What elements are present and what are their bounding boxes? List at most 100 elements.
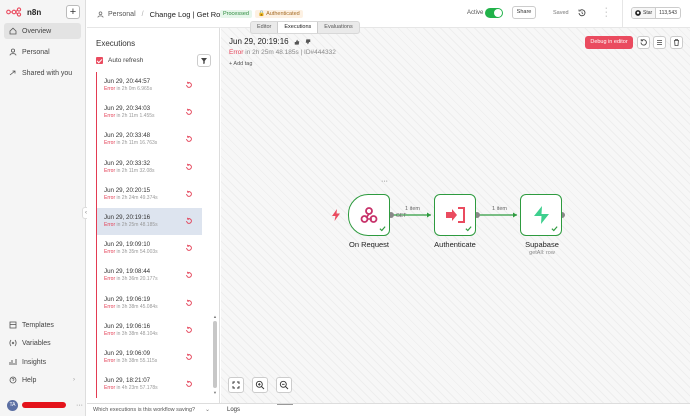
zoom-out-button[interactable]: [276, 377, 292, 393]
tag-authenticated[interactable]: 🔒 Authenticated: [255, 10, 303, 18]
n8n-logo[interactable]: n8n: [6, 6, 41, 18]
retry-icon[interactable]: [185, 326, 193, 334]
retry-icon[interactable]: [185, 299, 193, 307]
retry-icon[interactable]: [185, 81, 193, 89]
retry-icon[interactable]: [185, 108, 193, 116]
view-tabs: Editor Executions Evaluations: [250, 21, 360, 34]
active-toggle[interactable]: [485, 8, 503, 18]
execution-row-status: Error in 2h 0m 6.965s: [104, 86, 202, 92]
logs-resize-handle[interactable]: [277, 404, 293, 405]
retry-icon[interactable]: [185, 271, 193, 279]
executions-panel: Executions Auto refresh Jun 29, 20:44:57…: [87, 28, 220, 403]
create-button[interactable]: +: [66, 5, 80, 19]
execution-row-status: Error in 3h 38m 55.115s: [104, 358, 202, 364]
execution-row-duration: in 2h 11m 1.455s: [115, 113, 155, 120]
list-view-button[interactable]: [653, 36, 666, 49]
tag-processed[interactable]: Processed: [220, 10, 252, 18]
more-vertical-icon[interactable]: ···: [605, 5, 608, 20]
sidebar-item-shared[interactable]: Shared with you: [4, 65, 81, 81]
retry-icon[interactable]: [185, 380, 193, 388]
execution-row-duration: in 3h 35m 54.003s: [115, 249, 158, 256]
delete-execution-button[interactable]: [670, 36, 683, 49]
connection-arrow: [513, 212, 517, 218]
retry-icon[interactable]: [185, 135, 193, 143]
execution-row-date: Jun 29, 20:44:57: [104, 78, 151, 85]
logs-tab[interactable]: Logs: [227, 407, 241, 413]
node-more-menu[interactable]: ···: [381, 178, 388, 185]
sidebar-item-label: Overview: [22, 27, 52, 35]
execution-status-error: Error: [229, 49, 244, 56]
tab-evaluations[interactable]: Evaluations: [324, 24, 353, 30]
node-on-request[interactable]: [348, 194, 390, 236]
github-star-button[interactable]: Star 113,543: [631, 7, 681, 19]
history-icon[interactable]: [577, 8, 587, 18]
retry-execution-button[interactable]: [637, 36, 650, 49]
scrollbar[interactable]: [213, 321, 217, 388]
thumbs-up-icon[interactable]: [294, 39, 300, 45]
avatar: TA: [7, 399, 18, 411]
workflow-name[interactable]: Change Log | Get Rows: [149, 10, 230, 19]
workflow-canvas[interactable]: Jun 29, 20:19:16 Error in 2h 25m 48.185s…: [221, 28, 690, 403]
share-icon: [9, 70, 16, 76]
fit-view-button[interactable]: [228, 377, 244, 393]
chevron-right-icon: ›: [73, 377, 75, 383]
sidebar-item-help[interactable]: Help ›: [4, 372, 81, 388]
sidebar-item-personal[interactable]: Personal: [4, 44, 81, 60]
bottom-bar: Which executions is this workflow saving…: [87, 403, 690, 416]
sidebar-item-insights[interactable]: Insights: [4, 354, 81, 370]
thumbs-down-icon[interactable]: [305, 38, 311, 45]
zoom-in-button[interactable]: [252, 377, 268, 393]
share-button[interactable]: Share: [512, 6, 536, 19]
scroll-down-arrow[interactable]: ▼: [213, 390, 217, 395]
execution-row-error: Error: [104, 276, 116, 283]
filter-button[interactable]: [197, 54, 211, 67]
retry-icon[interactable]: [185, 163, 193, 171]
sidebar-item-overview[interactable]: Overview: [4, 23, 81, 39]
saving-settings-link[interactable]: Which executions is this workflow saving…: [93, 407, 196, 413]
breadcrumb: Personal / Change Log | Get Rows: [97, 10, 230, 19]
execution-row-error: Error: [104, 113, 116, 120]
add-tag-button[interactable]: + Add tag: [229, 61, 253, 67]
execution-row-duration: in 2h 0m 6.965s: [115, 86, 153, 92]
breadcrumb-separator: /: [141, 11, 144, 18]
user-menu[interactable]: TA ···: [0, 398, 86, 412]
auto-refresh-checkbox[interactable]: [96, 57, 103, 64]
node-supabase[interactable]: [520, 194, 562, 236]
tab-executions[interactable]: Executions: [277, 22, 319, 33]
debug-in-editor-button[interactable]: Debug in editor: [585, 36, 633, 49]
sidebar-item-templates[interactable]: Templates: [4, 317, 81, 333]
breadcrumb-project[interactable]: Personal: [108, 11, 136, 18]
execution-row-status: Error in 3h 38m 45.084s: [104, 304, 202, 310]
fit-view-icon: [232, 381, 240, 389]
execution-row-status: Error in 2h 25m 48.185s: [104, 222, 202, 228]
retry-icon[interactable]: [185, 190, 193, 198]
sidebar-item-variables[interactable]: Variables: [4, 335, 81, 351]
retry-icon[interactable]: [185, 353, 193, 361]
execution-row-status: Error in 2h 24m 49.374s: [104, 195, 202, 201]
retry-icon[interactable]: [185, 217, 193, 225]
more-icon[interactable]: ···: [76, 401, 83, 409]
execution-row-status: Error in 3h 35m 54.003s: [104, 249, 202, 255]
retry-icon[interactable]: [185, 244, 193, 252]
tab-editor[interactable]: Editor: [257, 24, 272, 30]
connection-arrow: [427, 212, 431, 218]
scroll-up-arrow[interactable]: ▲: [213, 314, 217, 319]
filter-icon: [201, 58, 207, 64]
chevron-down-icon[interactable]: ⌄: [205, 407, 211, 413]
auto-refresh[interactable]: Auto refresh: [96, 57, 143, 64]
node-authenticate[interactable]: [434, 194, 476, 236]
github-icon: [635, 10, 641, 16]
execution-row-duration: in 4h 23m 57.178s: [115, 385, 158, 392]
